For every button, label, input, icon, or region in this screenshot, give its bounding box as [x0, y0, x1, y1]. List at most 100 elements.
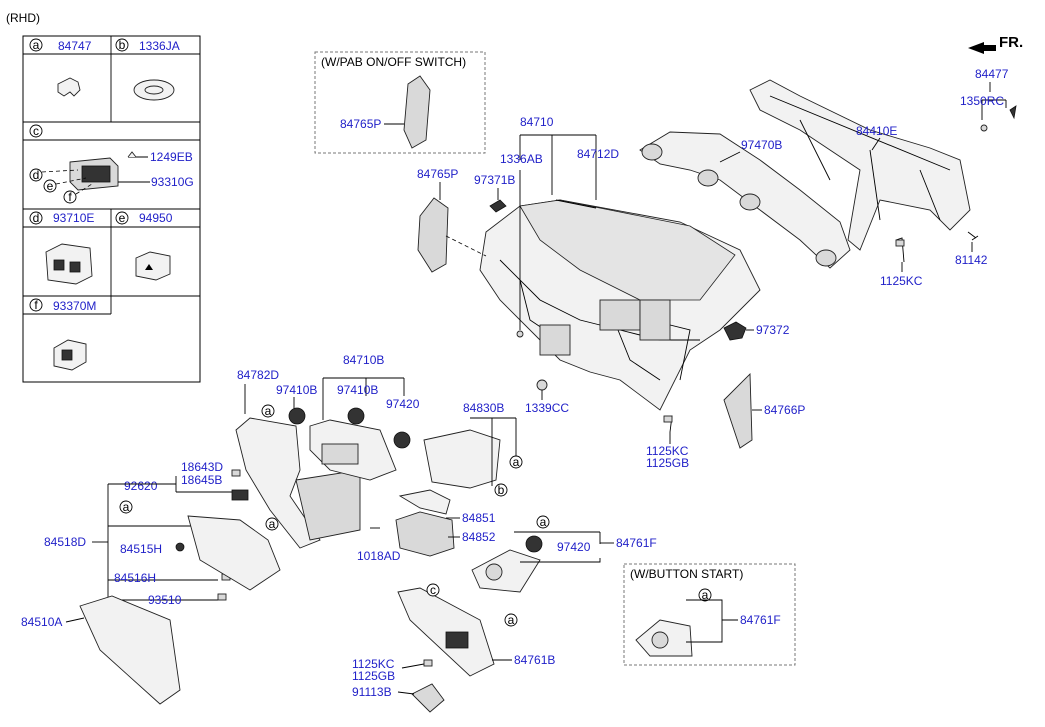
rhd-label: (RHD) — [6, 11, 40, 25]
vent-97372-icon — [723, 321, 747, 341]
pab-box-title: (W/PAB ON/OFF SWITCH) — [321, 55, 466, 69]
callout-a-6: a — [508, 613, 515, 627]
airbag-cover-84830b — [423, 429, 501, 489]
legend-sub-f: f — [68, 190, 72, 204]
legend-letter-c: c — [33, 124, 39, 138]
label-1125KC-a: 1125KC — [880, 274, 923, 288]
label-84852: 84852 — [462, 530, 496, 544]
label-84710B: 84710B — [343, 353, 384, 367]
label-1125KC-c: 1125KC — [352, 657, 395, 671]
front-arrow-icon — [968, 42, 996, 54]
label-1336AB: 1336AB — [500, 152, 543, 166]
cowl-cross-bar — [749, 79, 971, 251]
air-vent-left-icon — [288, 407, 306, 425]
callout-a-5: a — [540, 515, 547, 529]
label-84782D: 84782D — [237, 368, 279, 382]
label-84516H: 84516H — [114, 571, 156, 585]
legend-part-f: 93370M — [53, 299, 96, 313]
label-97410B-b: 97410B — [337, 383, 378, 397]
label-84765P: 84765P — [417, 167, 458, 181]
button-start-box-title: (W/BUTTON START) — [630, 567, 743, 581]
switch-94950-icon — [135, 251, 171, 281]
cover-84852 — [395, 511, 455, 557]
label-92620: 92620 — [124, 479, 158, 493]
legend-letter-e: e — [119, 211, 126, 225]
label-84830B: 84830B — [463, 401, 504, 415]
label-84710: 84710 — [520, 115, 554, 129]
callout-a-1: a — [265, 404, 272, 418]
label-1125GB-c: 1125GB — [352, 669, 395, 683]
button-start-box: (W/BUTTON START) a 84761F — [623, 563, 796, 666]
label-84712D: 84712D — [577, 147, 619, 161]
label-97470B: 97470B — [741, 138, 782, 152]
label-84766P: 84766P — [764, 403, 805, 417]
label-1350RC: 1350RC — [960, 94, 1004, 108]
callout-a-4: a — [269, 517, 276, 531]
legend-part-c-top: 1249EB — [150, 150, 193, 164]
button-start-box-part: 84761F — [740, 613, 781, 627]
center-facia-84710b — [309, 419, 397, 481]
label-81142: 81142 — [955, 253, 988, 267]
legend-letter-d: d — [33, 211, 40, 225]
crash-pad-assembly — [479, 199, 761, 411]
glove-box-84510a — [79, 595, 181, 705]
label-1125KC-b: 1125KC — [646, 444, 689, 458]
legend-letter-f: f — [34, 298, 38, 312]
label-97371B: 97371B — [474, 173, 515, 187]
legend-cell-d: d 93710E — [29, 211, 94, 285]
legend-letter-a: a — [33, 38, 40, 52]
pab-switch-box: (W/PAB ON/OFF SWITCH) 84765P — [314, 51, 486, 154]
air-vent-right-icon — [393, 431, 411, 449]
cover-91113b — [411, 683, 445, 713]
air-vent-center-icon — [347, 407, 365, 425]
legend-cell-c: c 1249EB 93310G d e f — [29, 124, 194, 204]
legend-cell-a: a 84747 — [29, 38, 92, 97]
label-97420-a: 97420 — [386, 397, 420, 411]
side-cover-right-icon — [723, 372, 753, 449]
legend-cell-b: b 1336JA — [115, 38, 180, 101]
label-84761B: 84761B — [514, 653, 555, 667]
callout-c-1: c — [430, 583, 436, 597]
label-84851: 84851 — [462, 511, 496, 525]
legend-cell-f: f 93370M — [29, 298, 96, 371]
label-1339CC: 1339CC — [525, 401, 569, 415]
clip-84747-icon — [57, 77, 81, 97]
legend-table — [22, 35, 201, 383]
usb-jack-icon — [45, 243, 93, 285]
legend-sub-d: d — [33, 168, 40, 182]
pab-box-part: 84765P — [340, 117, 381, 131]
label-18643D: 18643D — [181, 460, 223, 474]
legend-part-a: 84747 — [58, 39, 92, 53]
label-84518D: 84518D — [44, 535, 86, 549]
label-84761F: 84761F — [616, 536, 657, 550]
label-91113B: 91113B — [352, 685, 392, 699]
lower-crash-pad-84782d — [235, 417, 361, 549]
legend-part-e: 94950 — [139, 211, 173, 225]
label-97410B-a: 97410B — [276, 383, 317, 397]
label-93510: 93510 — [148, 593, 182, 607]
side-cover-left-icon — [417, 197, 449, 273]
callout-a-3: a — [123, 500, 130, 514]
label-18645B: 18645B — [181, 473, 222, 487]
legend-part-d: 93710E — [53, 211, 94, 225]
legend-sub-e: e — [47, 179, 54, 193]
label-1125GB-b: 1125GB — [646, 456, 689, 470]
side-cover-pab-icon — [403, 75, 431, 149]
glove-box-housing — [187, 515, 281, 591]
cover-84761f — [471, 549, 541, 593]
label-97420-b: 97420 — [557, 540, 591, 554]
label-84515H: 84515H — [120, 542, 162, 556]
air-vent-97420-icon — [525, 535, 543, 553]
callout-a-2: a — [513, 455, 520, 469]
legend-part-b: 1336JA — [139, 39, 180, 53]
legend-part-c-bottom: 93310G — [151, 175, 194, 189]
speaker-cover-icon — [489, 199, 507, 213]
legend-cell-e: e 94950 — [115, 211, 173, 281]
callout-b-1: b — [498, 483, 505, 497]
air-duct-97470b — [639, 131, 851, 269]
label-97372: 97372 — [756, 323, 790, 337]
label-84477: 84477 — [975, 67, 1009, 81]
callout-a-7: a — [702, 588, 709, 602]
